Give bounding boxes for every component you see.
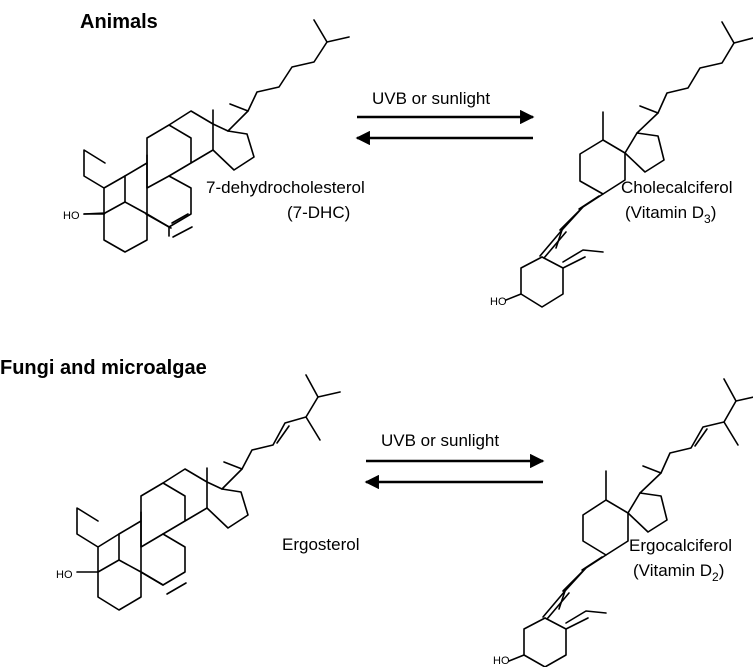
seven-dhc-hydroxyl: HO (63, 210, 80, 222)
animals-heading: Animals (80, 11, 158, 33)
vitamin-d3-label: (Vitamin D3) (625, 203, 716, 226)
seven-dhc-abbreviation: (7-DHC) (287, 203, 350, 222)
fungi-arrow-label: UVB or sunlight (381, 431, 499, 450)
ergosterol-hydroxyl: HO (56, 569, 73, 581)
cholecalciferol-structure (505, 21, 753, 308)
cholecalciferol-name: Cholecalciferol (621, 178, 733, 197)
fungi-heading: Fungi and microalgae (0, 357, 207, 379)
animals-arrow-label: UVB or sunlight (372, 89, 490, 108)
cholecalciferol-hydroxyl: HO (490, 296, 507, 308)
ergocalciferol-hydroxyl: HO (493, 655, 510, 667)
seven-dhc-name: 7-dehydrocholesterol (206, 178, 365, 197)
ergosterol-structure (76, 374, 341, 611)
ergocalciferol-structure (508, 378, 753, 667)
ergosterol-name: Ergosterol (282, 535, 359, 554)
vitamin-d2-label: (Vitamin D2) (633, 561, 724, 584)
ergocalciferol-name: Ergocalciferol (629, 536, 732, 555)
seven-dhc-structure (83, 19, 350, 253)
